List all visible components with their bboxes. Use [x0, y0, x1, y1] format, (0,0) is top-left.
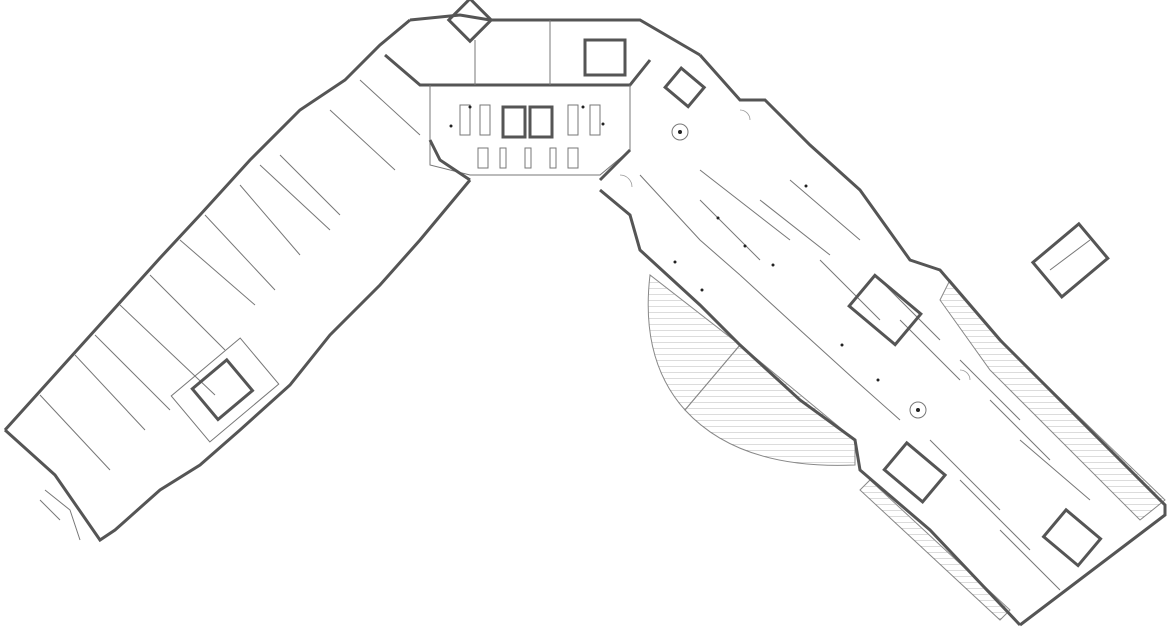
- detached-building: [1030, 221, 1110, 300]
- central-block: [384, 0, 701, 182]
- terrace-hatched-areas: [647, 274, 1166, 621]
- left-wing: [3, 18, 472, 543]
- right-wing: [599, 54, 1167, 627]
